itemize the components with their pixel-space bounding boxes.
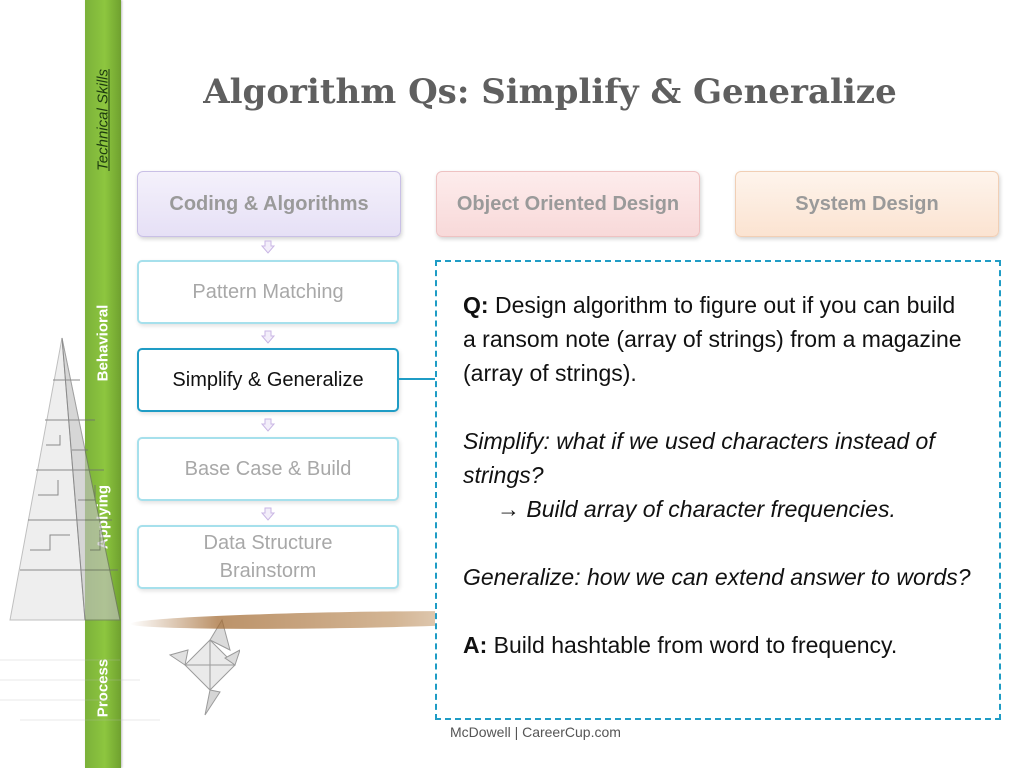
step-base-case-build[interactable]: Base Case & Build — [137, 437, 399, 501]
down-arrow-icon — [261, 240, 275, 254]
answer-paragraph: A: Build hashtable from word to frequenc… — [463, 628, 973, 662]
down-arrow-icon — [261, 330, 275, 344]
generalize-text: Generalize: how we can extend answer to … — [463, 560, 973, 594]
category-object-oriented-design[interactable]: Object Oriented Design — [436, 171, 700, 237]
down-arrow-icon — [261, 418, 275, 432]
footer-credit: McDowell | CareerCup.com — [450, 724, 621, 740]
down-arrow-icon — [261, 507, 275, 521]
question-paragraph: Q: Design algorithm to figure out if you… — [463, 288, 973, 390]
step-connector-line — [399, 378, 436, 380]
answer-label: A: — [463, 632, 488, 658]
generalize-prompt: Generalize: how we can extend answer to … — [463, 564, 971, 590]
simplify-text: Simplify: what if we used characters ins… — [463, 424, 973, 492]
simplify-answer: Build array of character frequencies. — [520, 496, 896, 522]
question-text: Design algorithm to figure out if you ca… — [463, 292, 962, 386]
simplify-prompt: Simplify: what if we used characters ins… — [463, 428, 935, 488]
page-title: Algorithm Qs: Simplify & Generalize — [203, 72, 897, 112]
question-panel: Q: Design algorithm to figure out if you… — [435, 260, 1001, 720]
sidebar-nav: Technical Skills Behavioral Applying Pro… — [85, 0, 121, 768]
step-pattern-matching[interactable]: Pattern Matching — [137, 260, 399, 324]
category-coding-algorithms[interactable]: Coding & Algorithms — [137, 171, 401, 237]
simplify-answer-line: → Build array of character frequencies. — [463, 492, 973, 526]
step-simplify-generalize[interactable]: Simplify & Generalize — [137, 348, 399, 412]
answer-text: Build hashtable from word to frequency. — [487, 632, 898, 658]
step-data-structure-brainstorm[interactable]: Data Structure Brainstorm — [137, 525, 399, 589]
question-label: Q: — [463, 292, 489, 318]
right-arrow-icon: → — [497, 496, 520, 522]
category-system-design[interactable]: System Design — [735, 171, 999, 237]
sidebar-item-technical-skills[interactable]: Technical Skills — [94, 69, 112, 171]
decorative-sketch-image — [0, 337, 240, 721]
